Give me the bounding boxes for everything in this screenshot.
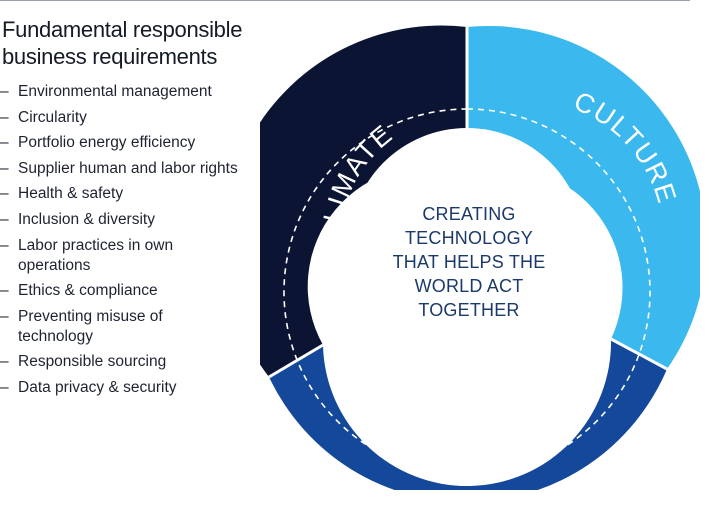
center-line: WORLD ACT [414, 276, 524, 296]
list-item-label: Environmental management [18, 83, 212, 100]
culture-segment [467, 25, 700, 369]
list-item: –Ethics & compliance [0, 281, 240, 301]
center-line: TOGETHER [418, 300, 520, 320]
list-item: –Data privacy & security [0, 378, 240, 398]
list-item: –Labor practices in own operations [0, 236, 240, 276]
inner-circle [349, 128, 585, 364]
panel-title: Fundamental responsible business require… [2, 17, 243, 69]
dash-bullet: – [0, 307, 9, 325]
list-item-label: Ethics & compliance [18, 282, 158, 300]
dash-bullet: – [0, 210, 9, 228]
list-item-label: Responsible sourcing [18, 353, 167, 371]
list-item: –Health & safety [0, 184, 240, 204]
list-item-label: Circularity [18, 108, 87, 126]
list-item-label: Data privacy & security [18, 378, 177, 396]
dash-bullet: – [0, 353, 9, 371]
list-item: –Circularity [0, 108, 240, 128]
dash-bullet: – [0, 378, 9, 396]
list-item: –Responsible sourcing [0, 352, 240, 372]
list-item: –Environmental management [0, 82, 240, 102]
center-line: CREATING [422, 204, 516, 224]
segment-divider [268, 343, 324, 379]
integrity-label-path: INTEGRITY [368, 374, 508, 460]
list-item-label: Inclusion & diversity [18, 210, 155, 228]
list-item: –Preventing misuse of technology [0, 307, 240, 347]
list-item-label: Health & safety [18, 185, 124, 203]
center-line: TECHNOLOGY [404, 228, 534, 248]
values-wheel: CLIMATE CULTURE INTEGRITY [260, 25, 700, 490]
dash-bullet: – [0, 83, 9, 100]
dash-bullet: – [0, 282, 9, 300]
dash-bullet: – [0, 236, 9, 254]
center-line: THAT HELPS THE [392, 252, 546, 272]
list-item-label: Preventing misuse of technology [18, 307, 163, 345]
dash-bullet: – [0, 185, 9, 203]
list-item-label: Labor practices in own operations [18, 236, 174, 274]
dash-bullet: – [0, 159, 9, 177]
list-item: –Inclusion & diversity [0, 210, 240, 230]
climate-segment [260, 25, 467, 377]
list-item: –Supplier human and labor rights [0, 159, 240, 179]
integrity-label: INTEGRITY [368, 374, 510, 460]
integrity-segment [269, 339, 667, 490]
requirements-list: –Environmental management –Circularity –… [0, 82, 240, 404]
dash-bullet: – [0, 108, 9, 126]
top-rule [0, 0, 690, 1]
list-item-label: Portfolio energy efficiency [18, 134, 196, 152]
list-item-label: Supplier human and labor rights [18, 159, 238, 177]
dash-bullet: – [0, 134, 9, 152]
segment-divider [610, 337, 668, 371]
list-item: –Portfolio energy efficiency [0, 133, 240, 153]
center-statement: CREATING TECHNOLOGY THAT HELPS THE WORLD… [378, 202, 560, 322]
